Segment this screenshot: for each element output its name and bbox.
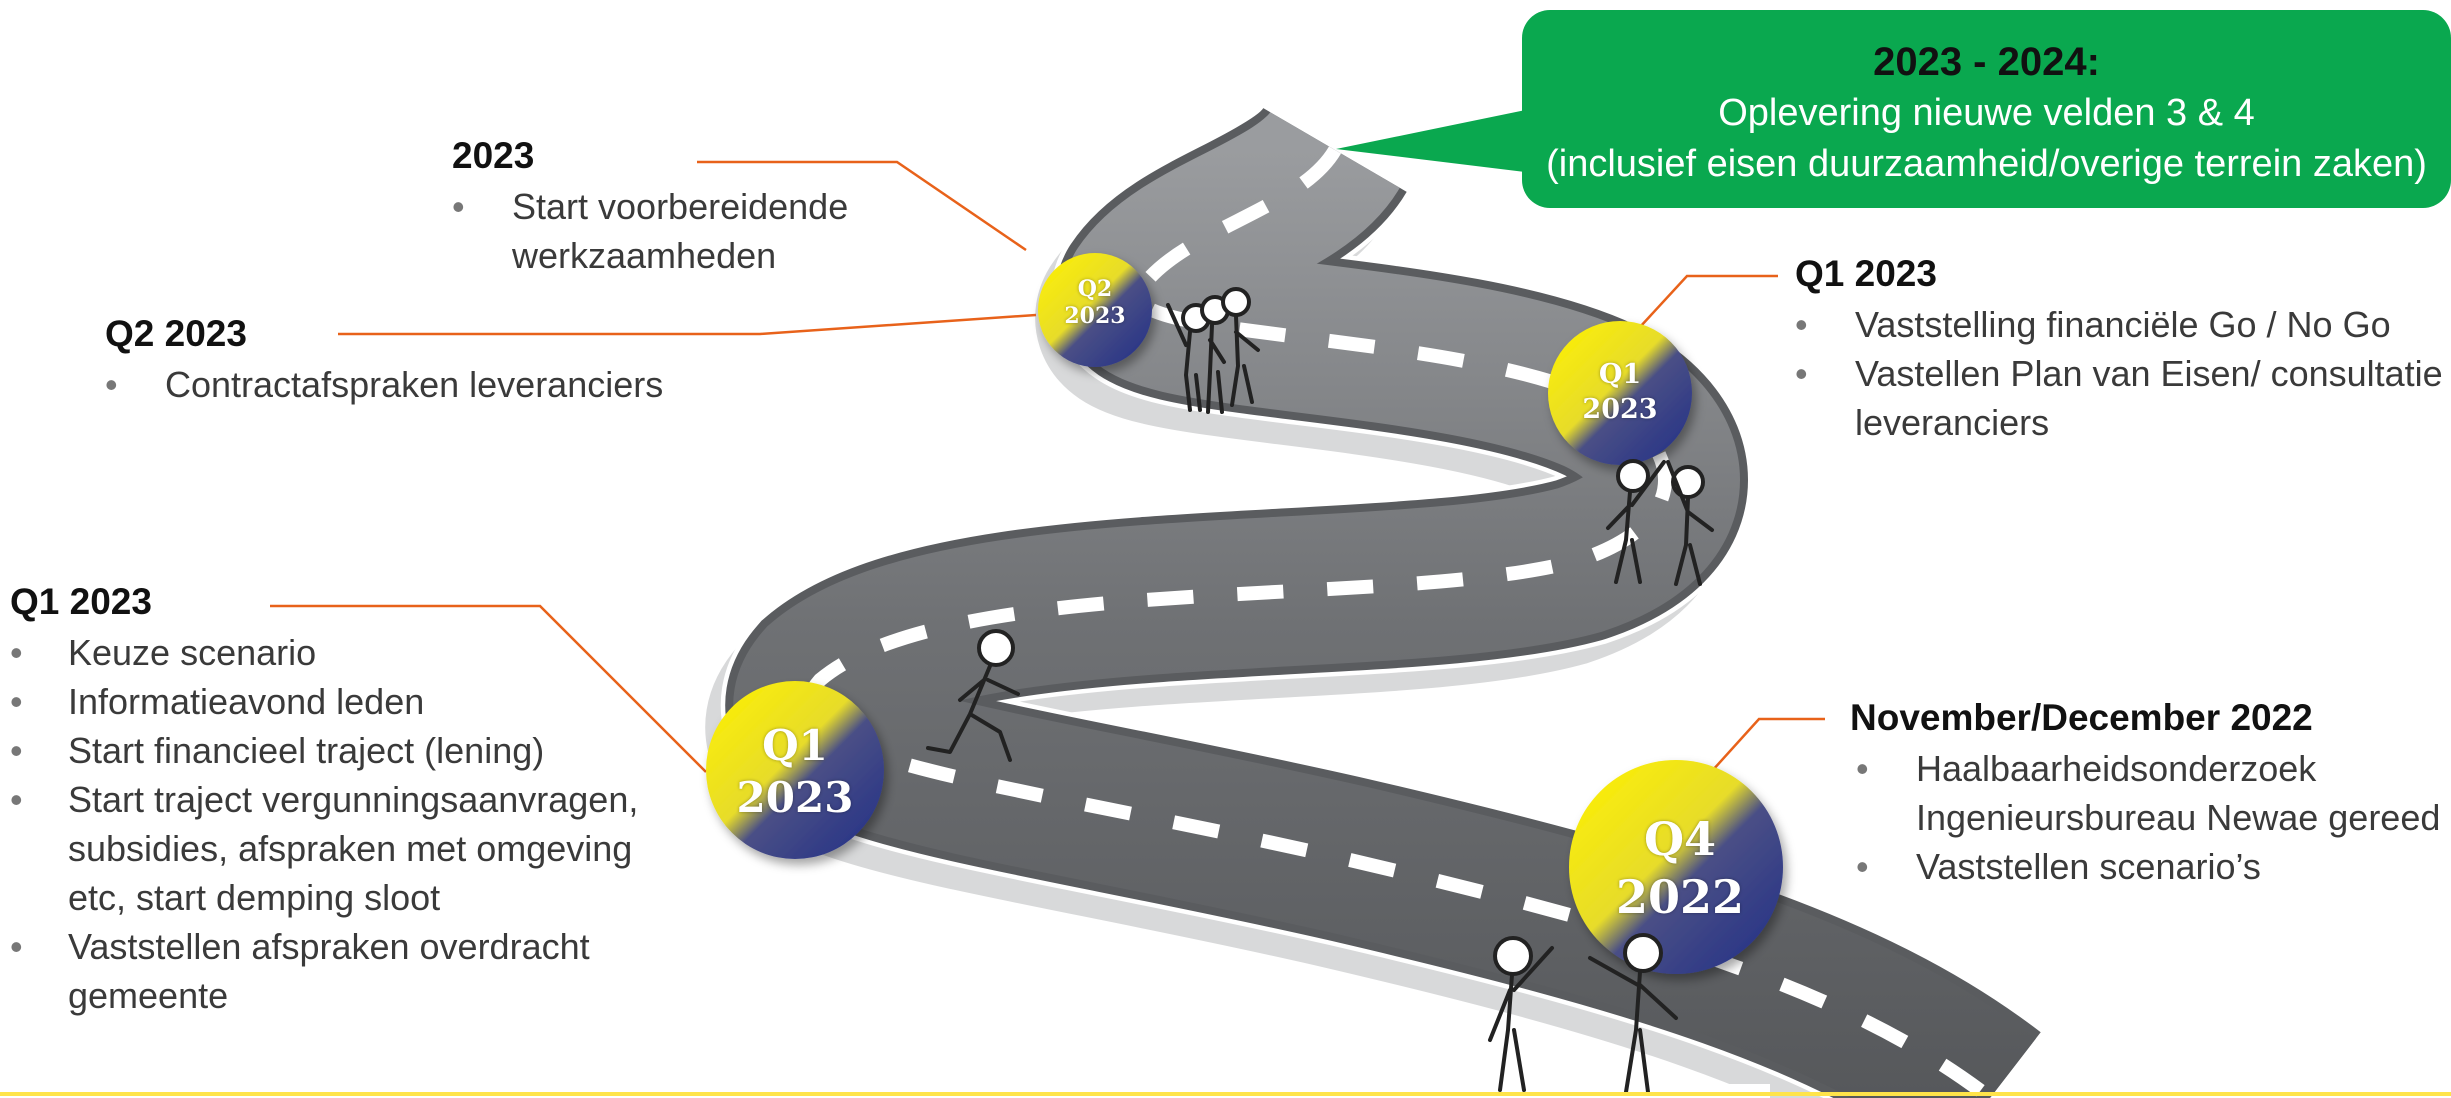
list-item: Start voorbereidende [452, 182, 848, 231]
list-item: werkzaamheden [512, 235, 777, 276]
list-item: subsidies, afspraken met omgeving [68, 828, 633, 869]
list-item: Haalbaarheidsonderzoek [1856, 744, 2440, 793]
list-item: Keuze scenario [10, 628, 638, 677]
list-item: Start financieel traject (lening) [10, 726, 638, 775]
callout-line-1: Oplevering nieuwe velden 3 & 4 [1718, 92, 2255, 134]
block-heading: November/December 2022 [1850, 697, 2313, 738]
milestone-quarter: Q4 [1643, 812, 1717, 866]
connector-top-2023 [697, 160, 1027, 252]
list-item: Ingenieursbureau Newae gereed [1916, 797, 2441, 838]
milestone-quarter: Q2 [1077, 276, 1113, 302]
figure-running [926, 629, 1020, 762]
milestone-q4-2022-label: Q4 2022 [1595, 810, 1765, 926]
milestone-year: 2023 [736, 773, 854, 822]
milestone-quarter: Q1 [762, 721, 828, 770]
list-item: Vaststelling financiële Go / No Go [1795, 300, 2443, 349]
block-list: Haalbaarheidsonderzoek Ingenieursbureau … [1856, 744, 2440, 891]
block-nov-dec-2022: November/December 2022 Haalbaarheidsonde… [1850, 692, 2440, 891]
milestone-q2-2023-circle [1038, 253, 1152, 367]
milestone-q1-2023-right-label: Q1 2023 [1565, 357, 1675, 427]
block-list: Contractafspraken leveranciers [105, 360, 663, 409]
bottom-rule [0, 1092, 2451, 1096]
list-item: Contractafspraken leveranciers [105, 360, 663, 409]
callout-pointer [1336, 105, 1550, 175]
stick-figures [926, 287, 1714, 1094]
block-q1-2023-right: Q1 2023 Vaststelling financiële Go / No … [1795, 248, 2443, 447]
callout-line-2: (inclusief eisen duurzaamheid/overige te… [1546, 143, 2427, 185]
block-list: Vaststelling financiële Go / No Go Vaste… [1795, 300, 2443, 447]
list-item: Vastellen Plan van Eisen/ consultatie [1795, 349, 2443, 398]
callout-2023-2024: 2023 - 2024: Oplevering nieuwe velden 3 … [1522, 10, 2451, 208]
figure-group-right [1606, 459, 1714, 586]
connector-q1-2023-right [1639, 274, 1778, 328]
connector-nov-dec-2022 [1711, 717, 1825, 772]
milestone-q1-2023-right-circle [1548, 321, 1692, 465]
milestone-year: 2023 [1582, 394, 1658, 425]
connector-lines [270, 160, 1825, 773]
milestone-year: 2023 [1064, 303, 1126, 329]
block-top-2023: 2023 Start voorbereidende werkzaamheden [452, 130, 848, 280]
figure-group-bottom [1488, 933, 1678, 1094]
block-list: Start voorbereidende werkzaamheden [452, 182, 848, 280]
list-item: etc, start demping sloot [68, 877, 441, 918]
list-item: Informatieavond leden [10, 677, 638, 726]
milestone-q4-2022-circle [1569, 760, 1783, 974]
block-heading: Q1 2023 [1795, 253, 1937, 294]
list-item: gemeente [68, 975, 229, 1016]
block-heading: 2023 [452, 135, 535, 176]
connector-q1-2023-left [270, 604, 707, 773]
milestone-q2-2023-label: Q2 2023 [1050, 276, 1140, 330]
callout-title: 2023 - 2024: [1873, 40, 2100, 84]
milestone-year: 2022 [1615, 870, 1745, 924]
list-item: Vaststellen scenario’s [1856, 842, 2440, 891]
milestone-quarter: Q1 [1598, 359, 1642, 390]
list-item: Start traject vergunningsaanvragen, [10, 775, 638, 824]
block-q1-2023-left: Q1 2023 Keuze scenario Informatieavond l… [10, 576, 638, 1020]
block-q2-2023: Q2 2023 Contractafspraken leveranciers [105, 308, 663, 409]
milestone-circles [706, 253, 1783, 974]
milestone-q1-2023-left-circle [706, 681, 884, 859]
block-heading: Q1 2023 [10, 581, 152, 622]
figure-group-top [1166, 287, 1260, 414]
connector-q2-2023 [338, 313, 1037, 336]
block-heading: Q2 2023 [105, 313, 247, 354]
list-item: leveranciers [1855, 402, 2050, 443]
milestone-q1-2023-left-label: Q1 2023 [720, 720, 870, 824]
list-item: Vaststellen afspraken overdracht [10, 922, 638, 971]
block-list: Keuze scenario Informatieavond leden Sta… [10, 628, 638, 1020]
